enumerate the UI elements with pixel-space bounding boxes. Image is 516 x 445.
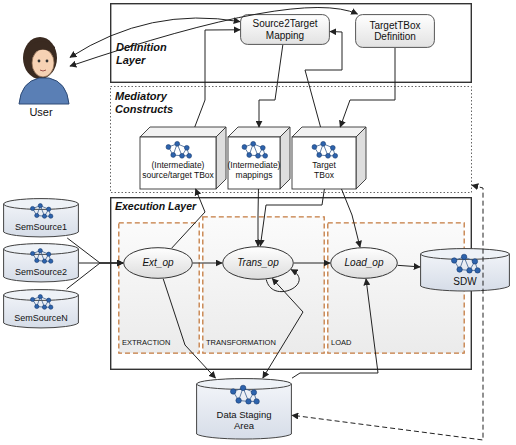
node-label: Mediatory Constructs	[115, 90, 187, 115]
operation-ellipse: Ext_op	[123, 247, 193, 279]
node-label: Trans_op	[222, 246, 294, 280]
layer-box: Execution LayerEXTRACTIONExt_opTRANSFORM…	[110, 197, 472, 370]
node-label: SemSource1	[3, 222, 79, 232]
flow-arrow	[70, 18, 240, 57]
node-label: Load_op	[330, 247, 398, 279]
node-label: Source2Target Mapping	[240, 14, 330, 45]
node-label: (Intermediate) mappings	[225, 161, 283, 181]
node-label: Execution Layer	[115, 200, 215, 212]
warehouse-db: SDW	[420, 248, 510, 292]
flow-arrow	[263, 279, 303, 378]
flow-arrow	[294, 263, 330, 264]
phase-box-outline	[202, 216, 325, 354]
node-label: (Intermediate) source/target TBox	[140, 161, 216, 181]
flow-arrow	[259, 45, 283, 127]
ontology-cube: (Intermediate) mappings	[228, 127, 290, 189]
flow-arrow	[67, 263, 123, 289]
node-label: Target TBox	[302, 161, 346, 181]
node-label: TargetTBox Definition	[355, 14, 435, 48]
phase-box: EXTRACTION Ext_op	[118, 222, 200, 354]
node-label: EXTRACTION	[122, 339, 200, 348]
phase-box-outline	[118, 222, 200, 354]
flow-arrow	[79, 263, 123, 264]
operation-ellipse: Load_op	[330, 247, 398, 279]
node-label: Ext_op	[123, 247, 193, 279]
ontology-cube: (Intermediate) source/target TBox	[140, 127, 226, 189]
phase-box: TRANSFORMATION Trans_op	[202, 216, 325, 354]
process-box: Source2Target Mapping	[240, 14, 330, 45]
flow-arrow	[398, 265, 420, 267]
flow-arrow	[340, 48, 395, 127]
source-db: SemSourceN	[3, 289, 79, 329]
layer-box: Definition Layer Source2Target Mapping Tar…	[110, 3, 472, 83]
node-label: SemSourceN	[3, 313, 79, 323]
flow-arrow	[292, 185, 483, 440]
flow-arrow	[292, 279, 378, 378]
node-label: Data Staging Area	[214, 410, 274, 432]
user-figure: User	[12, 32, 70, 120]
flow-arrow	[258, 189, 259, 246]
flow-arrow	[305, 31, 342, 127]
node-label: Definition Layer	[116, 41, 180, 66]
flow-arrow	[67, 238, 123, 263]
operation-ellipse: Trans_op	[222, 246, 294, 280]
flow-arrow	[70, 8, 357, 67]
node-label: SDW	[420, 276, 510, 288]
source-db: SemSource1	[3, 198, 79, 238]
node-label: User	[12, 106, 70, 119]
ontology-cube: Target TBox	[292, 127, 366, 189]
flow-arrow	[342, 189, 361, 247]
flow-arrow	[172, 189, 205, 248]
source-db: SemSource2	[3, 243, 79, 283]
construct-group: Mediatory Constructs (Intermediate) sourc…	[110, 86, 472, 193]
node-label: TRANSFORMATION	[206, 339, 321, 348]
flow-arrow	[266, 270, 299, 292]
staging-db: Data Staging Area	[196, 378, 292, 440]
node-label: SemSource2	[3, 267, 79, 277]
flow-arrow	[195, 30, 240, 127]
flow-arrow	[163, 279, 215, 378]
process-box: TargetTBox Definition	[355, 14, 435, 48]
node-label: LOAD	[331, 339, 391, 348]
flow-arrow	[260, 189, 324, 246]
flow-arrow	[193, 263, 222, 264]
